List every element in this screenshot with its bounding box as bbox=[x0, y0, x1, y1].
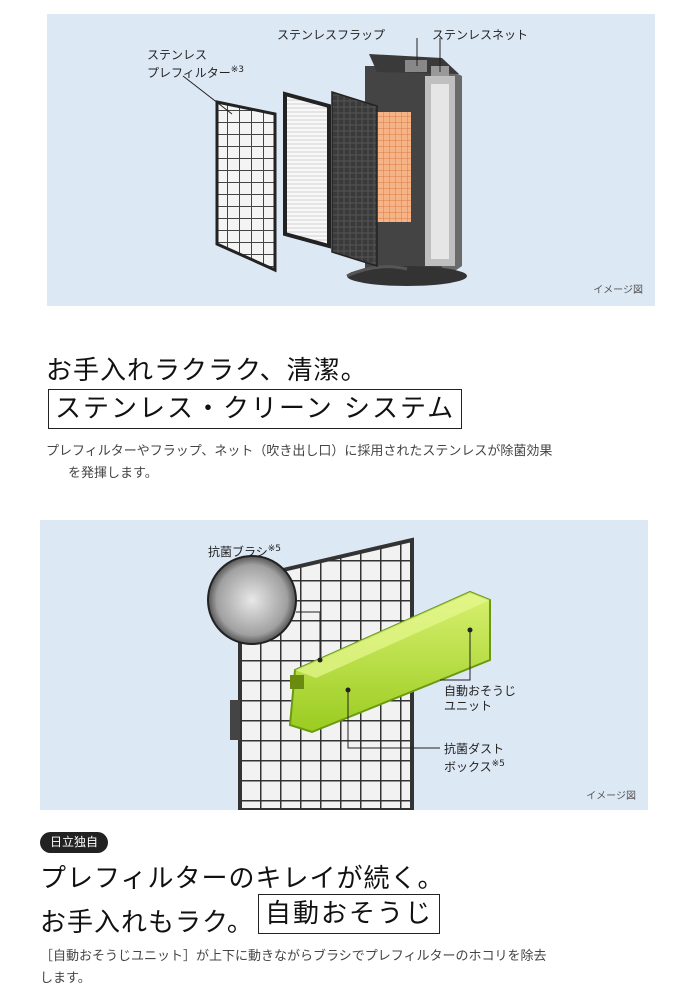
label-brush-text: 抗菌ブラシ bbox=[208, 545, 268, 559]
hitachi-exclusive-badge: 日立独自 bbox=[40, 832, 109, 853]
label-stainless-flap: ステンレスフラップ bbox=[277, 28, 386, 42]
note-mark-3: ※3 bbox=[230, 65, 245, 75]
image-caption-2: イメージ図 bbox=[586, 791, 636, 802]
label-prefilter-line2: プレフィルター bbox=[147, 66, 231, 80]
label-stainless-net: ステンレスネット bbox=[432, 28, 529, 42]
label-antibacterial-brush: 抗菌ブラシ※5 bbox=[208, 542, 281, 560]
section2-body: ［自動おそうじユニット］が上下に動きながらブラシでプレフィルターのホコリを除去 … bbox=[40, 946, 670, 990]
section2-boxed-heading: 自動おそうじ bbox=[258, 894, 441, 934]
image-caption-1: イメージ図 bbox=[593, 285, 643, 296]
section1-body-line2: を発揮します。 bbox=[68, 466, 158, 481]
product-image-panel-2: 抗菌ブラシ※5 自動おそうじ ユニット 抗菌ダスト ボックス※5 イメージ図 bbox=[40, 520, 648, 810]
label-antibacterial-dust-box: 抗菌ダスト ボックス※5 bbox=[444, 742, 505, 775]
section2-heading-line1: プレフィルターのキレイが続く。 bbox=[40, 864, 445, 894]
label-unit-line2: ユニット bbox=[444, 699, 493, 713]
section2-heading-line2: お手入れもラク。 bbox=[40, 908, 254, 938]
section2-body-line1: ［自動おそうじユニット］が上下に動きながらブラシでプレフィルターのホコリを除去 bbox=[40, 949, 547, 964]
section1-heading: お手入れラクラク、清潔。 bbox=[46, 356, 368, 386]
label-auto-cleaning-unit: 自動おそうじ ユニット bbox=[444, 684, 516, 714]
section1-body-line1: プレフィルターやフラップ、ネット（吹き出し口）に採用されたステンレスが除菌効果 bbox=[46, 444, 553, 459]
label-prefilter-line1: ステンレス bbox=[147, 48, 208, 62]
product-image-panel-1: ステンレス プレフィルター※3 ステンレスフラップ ステンレスネット イメージ図 bbox=[47, 14, 655, 306]
auto-cleaning-unit-illustration bbox=[207, 537, 491, 810]
label-dust-line1: 抗菌ダスト bbox=[444, 742, 505, 756]
section2-body-line2: します。 bbox=[40, 971, 91, 986]
air-purifier-exploded-illustration bbox=[182, 38, 467, 286]
label-unit-line1: 自動おそうじ bbox=[444, 684, 517, 698]
section1-body: プレフィルターやフラップ、ネット（吹き出し口）に採用されたステンレスが除菌効果 … bbox=[46, 441, 666, 485]
label-stainless-prefilter: ステンレス プレフィルター※3 bbox=[147, 48, 244, 81]
note-mark-5-brush: ※5 bbox=[267, 544, 282, 554]
label-dust-line2: ボックス bbox=[444, 760, 492, 774]
note-mark-5-dust: ※5 bbox=[491, 759, 505, 769]
section1-boxed-heading: ステンレス・クリーン システム bbox=[48, 389, 463, 429]
